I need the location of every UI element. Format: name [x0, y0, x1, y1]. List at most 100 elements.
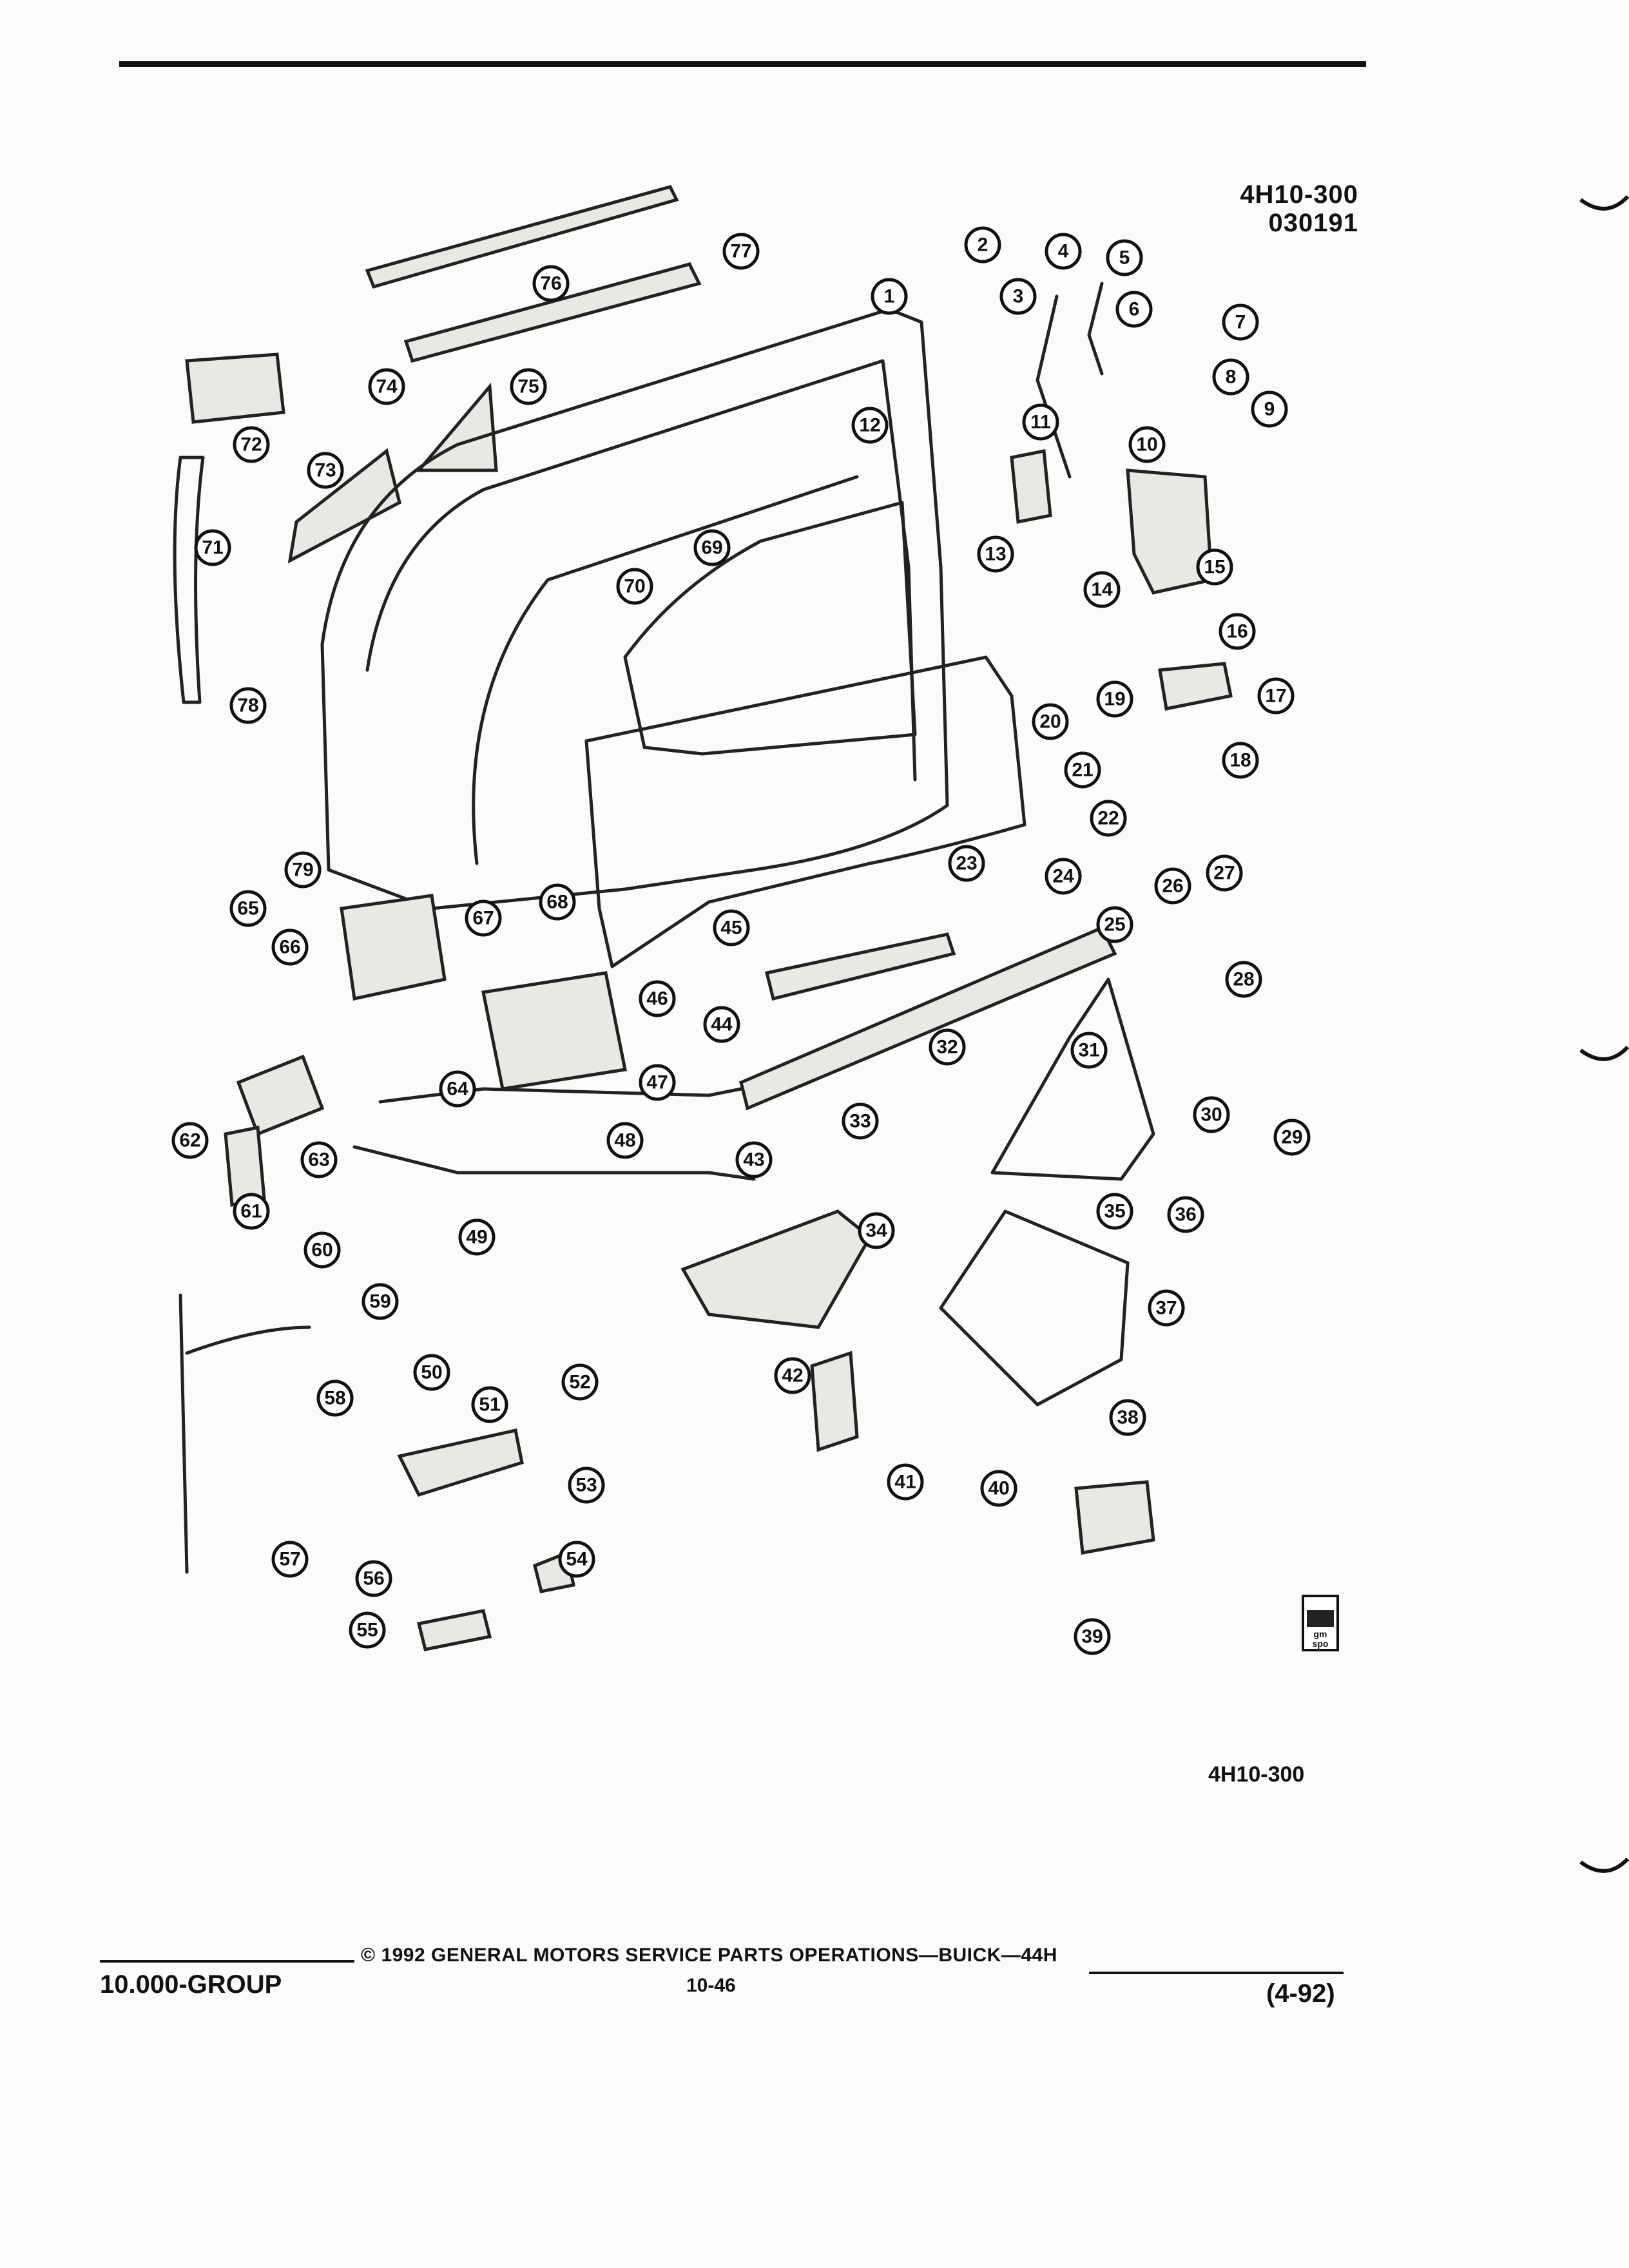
callout-circle — [1106, 239, 1143, 276]
callout-number: 38 — [1117, 1407, 1138, 1428]
callout-circle — [1115, 291, 1153, 328]
part-55-small — [416, 1609, 492, 1651]
callout-number: 53 — [575, 1475, 597, 1496]
part-48-rod — [378, 1087, 743, 1104]
callout-27: 27 — [1206, 854, 1243, 892]
part-4-rod — [1036, 294, 1072, 479]
part-46-inner-panel — [584, 655, 1027, 968]
callout-number: 10 — [1136, 434, 1157, 456]
part-72-module — [185, 352, 285, 424]
callout-circle — [510, 368, 547, 405]
callout-number: 27 — [1213, 863, 1235, 884]
callout-circle — [300, 1141, 338, 1178]
callout-60: 60 — [304, 1231, 341, 1269]
logo-text-bottom: spo — [1312, 1639, 1329, 1649]
callout-4: 4 — [1045, 233, 1082, 270]
callout-number: 48 — [614, 1130, 635, 1151]
part-76-molding — [365, 185, 679, 289]
callout-64: 64 — [439, 1070, 476, 1108]
callout-38: 38 — [1109, 1399, 1146, 1436]
callout-43: 43 — [735, 1141, 773, 1178]
callout-number: 20 — [1039, 711, 1061, 733]
callout-78: 78 — [229, 687, 267, 724]
callout-72: 72 — [233, 426, 270, 463]
callout-number: 11 — [1030, 412, 1051, 433]
callout-circle — [471, 1386, 508, 1423]
callout-8: 8 — [1212, 358, 1249, 396]
callout-circle — [1090, 800, 1127, 837]
callout-circle — [1257, 677, 1295, 715]
callout-circle — [929, 1028, 966, 1066]
callout-13: 13 — [977, 535, 1014, 573]
callout-24: 24 — [1045, 858, 1082, 895]
callout-number: 18 — [1229, 750, 1251, 771]
callout-number: 69 — [701, 537, 722, 559]
callout-57: 57 — [271, 1541, 309, 1578]
callout-number: 32 — [936, 1037, 958, 1058]
callout-circle — [1022, 403, 1059, 441]
callout-69: 69 — [693, 529, 731, 566]
door-frame — [320, 307, 949, 910]
callout-circle — [735, 1141, 773, 1178]
callout-number: 50 — [421, 1362, 442, 1383]
callout-circle — [1070, 1032, 1108, 1069]
callout-68: 68 — [539, 883, 576, 921]
callout-62: 62 — [171, 1122, 209, 1159]
callout-number: 29 — [1281, 1127, 1302, 1148]
callout-circle — [271, 928, 309, 966]
callout-22: 22 — [1090, 800, 1127, 837]
callout-number: 25 — [1104, 914, 1125, 936]
callout-65: 65 — [229, 890, 267, 927]
callout-number: 6 — [1129, 299, 1140, 320]
callout-number: 73 — [314, 460, 336, 481]
door-inner-frame — [365, 359, 917, 782]
callout-number: 26 — [1162, 876, 1183, 897]
callout-number: 12 — [859, 415, 880, 436]
figure-code-bottom: 4H10-300 — [1208, 1762, 1305, 1787]
callout-circle — [171, 1122, 209, 1159]
callout-40: 40 — [980, 1470, 1017, 1507]
part-77-channel — [403, 262, 702, 363]
callout-number: 17 — [1265, 686, 1286, 707]
callout-7: 7 — [1222, 303, 1259, 341]
part-32-sash — [739, 925, 1117, 1111]
callout-circle — [639, 1064, 676, 1101]
callout-number: 52 — [569, 1372, 590, 1393]
callout-56: 56 — [355, 1560, 392, 1597]
callout-circle — [1074, 1618, 1111, 1655]
callout-circle — [842, 1102, 879, 1140]
callout-66: 66 — [271, 928, 309, 966]
callout-circle — [413, 1354, 450, 1391]
callout-circle — [639, 980, 676, 1017]
callout-10: 10 — [1128, 426, 1166, 463]
callout-number: 24 — [1052, 866, 1074, 887]
callout-circle — [361, 1283, 399, 1320]
callout-number: 15 — [1204, 557, 1225, 578]
callout-58: 58 — [316, 1379, 354, 1417]
callout-circle — [1219, 613, 1256, 650]
callout-6: 6 — [1115, 291, 1153, 328]
callout-19: 19 — [1096, 680, 1133, 718]
callout-number: 37 — [1155, 1298, 1177, 1319]
callout-circle — [1251, 390, 1288, 428]
callout-number: 33 — [849, 1111, 871, 1132]
callout-circle — [194, 529, 231, 566]
callout-number: 58 — [324, 1388, 345, 1409]
binding-tick-mark — [1579, 1857, 1629, 1873]
callout-number: 51 — [479, 1394, 500, 1416]
callout-number: 78 — [237, 695, 258, 716]
callout-14: 14 — [1083, 571, 1121, 608]
figure-reference: 4H10-300 030191 — [1240, 180, 1358, 237]
callout-circle — [558, 1541, 595, 1578]
callout-number: 7 — [1235, 312, 1246, 333]
callout-circle — [465, 899, 502, 937]
part-12-glass — [623, 501, 917, 756]
callout-37: 37 — [1148, 1289, 1185, 1327]
part-23-channel — [764, 932, 956, 1001]
callout-number: 77 — [730, 241, 751, 262]
callout-67: 67 — [465, 899, 502, 937]
callout-circle — [1083, 571, 1121, 608]
part-75-triangle — [415, 382, 498, 472]
callout-77: 77 — [722, 233, 760, 270]
callout-circle — [999, 278, 1037, 315]
